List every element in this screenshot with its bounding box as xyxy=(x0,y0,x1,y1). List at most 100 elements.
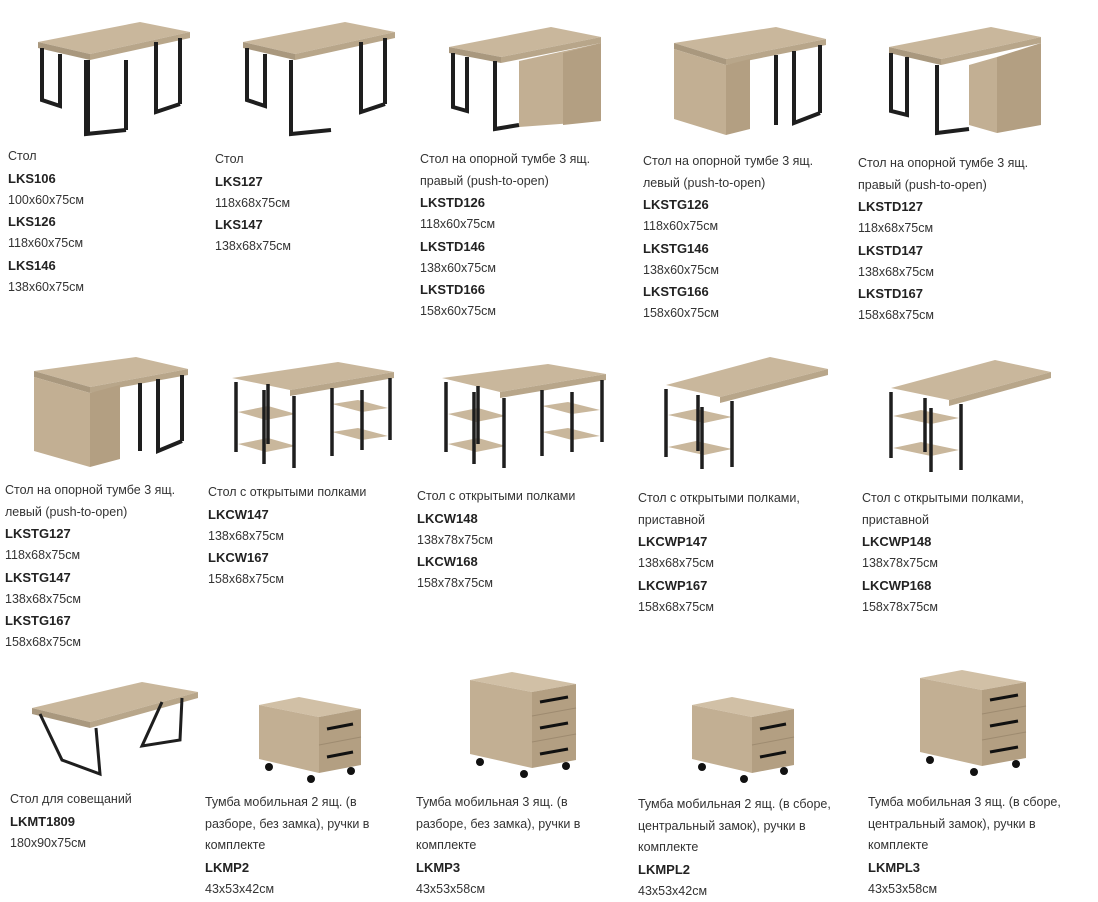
product-description: комплекте xyxy=(416,835,580,857)
product-size: 158x60x75см xyxy=(643,303,813,325)
product-code: LKSTG166 xyxy=(643,281,813,303)
product-size: 100x60x75см xyxy=(8,190,84,212)
product-size: 43x53x42см xyxy=(205,879,369,901)
product-size: 118x60x75см xyxy=(8,233,84,255)
product-code: LKSTD127 xyxy=(858,196,1028,218)
product-card-text: Стол на опорной тумбе 3 ящ.левый (push-t… xyxy=(5,480,175,654)
desk-pedestal-right-image[interactable] xyxy=(885,25,1050,140)
product-description: Стол на опорной тумбе 3 ящ. xyxy=(420,149,590,171)
product-description: комплекте xyxy=(205,835,369,857)
product-code: LKCWP167 xyxy=(638,575,800,597)
product-card-text: Стол на опорной тумбе 3 ящ.правый (push-… xyxy=(858,153,1028,327)
product-description: Стол с открытыми полками, xyxy=(638,488,800,510)
product-description: левый (push-to-open) xyxy=(643,173,813,195)
product-size: 118x68x75см xyxy=(5,545,175,567)
product-size: 138x60x75см xyxy=(643,260,813,282)
product-size: 180x90x75см xyxy=(10,833,132,855)
product-description: правый (push-to-open) xyxy=(858,175,1028,197)
product-description: Тумба мобильная 2 ящ. (в сборе, xyxy=(638,794,831,816)
product-code: LKSTD167 xyxy=(858,283,1028,305)
product-card-text: Стол на опорной тумбе 3 ящ.правый (push-… xyxy=(420,149,590,323)
desk-open-shelves-extension-image[interactable] xyxy=(885,358,1055,478)
mobile-pedestal-2-drawers-image[interactable] xyxy=(255,695,365,785)
product-description: Стол для совещаний xyxy=(10,789,132,811)
product-code: LKSTG127 xyxy=(5,523,175,545)
product-size: 138x60x75см xyxy=(420,258,590,280)
product-code: LKCWP148 xyxy=(862,531,1024,553)
product-code: LKMPL3 xyxy=(868,857,1061,879)
mobile-pedestal-2-drawers-lock-image[interactable] xyxy=(688,695,798,785)
product-description: центральный замок), ручки в xyxy=(868,814,1061,836)
product-size: 138x68x75см xyxy=(638,553,800,575)
product-code: LKMPL2 xyxy=(638,859,831,881)
product-description: Стол на опорной тумбе 3 ящ. xyxy=(5,480,175,502)
desk-image[interactable] xyxy=(235,20,400,140)
desk-open-shelves-extension-image[interactable] xyxy=(660,355,830,475)
product-code: LKSTG126 xyxy=(643,194,813,216)
product-code: LKSTD147 xyxy=(858,240,1028,262)
product-description: Тумба мобильная 2 ящ. (в xyxy=(205,792,369,814)
mobile-pedestal-3-drawers-lock-image[interactable] xyxy=(918,668,1030,778)
product-size: 158x78x75см xyxy=(417,573,575,595)
product-code: LKSTD146 xyxy=(420,236,590,258)
product-description: комплекте xyxy=(638,837,831,859)
product-size: 118x60x75см xyxy=(420,214,590,236)
product-description: правый (push-to-open) xyxy=(420,171,590,193)
desk-open-shelves-image[interactable] xyxy=(228,360,398,470)
product-code: LKS126 xyxy=(8,211,84,233)
product-description: Стол с открытыми полками, xyxy=(862,488,1024,510)
product-description: Стол на опорной тумбе 3 ящ. xyxy=(858,153,1028,175)
product-size: 138x78x75см xyxy=(862,553,1024,575)
product-size: 138x68x75см xyxy=(215,236,291,258)
product-code: LKS106 xyxy=(8,168,84,190)
product-code: LKCW148 xyxy=(417,508,575,530)
product-card-text: Тумба мобильная 3 ящ. (в сборе,центральн… xyxy=(868,792,1061,900)
product-size: 138x60x75см xyxy=(8,277,84,299)
desk-open-shelves-image[interactable] xyxy=(438,360,608,470)
product-size: 138x68x75см xyxy=(858,262,1028,284)
product-code: LKCW168 xyxy=(417,551,575,573)
product-size: 138x68x75см xyxy=(5,589,175,611)
product-size: 158x78x75см xyxy=(862,597,1024,619)
product-code: LKMP3 xyxy=(416,857,580,879)
product-description: комплекте xyxy=(868,835,1061,857)
product-description: центральный замок), ручки в xyxy=(638,816,831,838)
product-description: левый (push-to-open) xyxy=(5,502,175,524)
product-code: LKS146 xyxy=(8,255,84,277)
product-description: Стол с открытыми полками xyxy=(417,486,575,508)
product-code: LKSTG146 xyxy=(643,238,813,260)
desk-pedestal-left-image[interactable] xyxy=(670,25,835,140)
mobile-pedestal-3-drawers-image[interactable] xyxy=(468,670,580,780)
product-description: разборе, без замка), ручки в xyxy=(416,814,580,836)
product-size: 158x68x75см xyxy=(638,597,800,619)
product-description: Стол xyxy=(8,146,84,168)
product-size: 43x53x58см xyxy=(416,879,580,901)
product-size: 138x78x75см xyxy=(417,530,575,552)
product-code: LKCW147 xyxy=(208,504,366,526)
desk-pedestal-left-image[interactable] xyxy=(30,355,195,470)
product-code: LKCWP168 xyxy=(862,575,1024,597)
product-size: 43x53x42см xyxy=(638,881,831,902)
desk-pedestal-right-image[interactable] xyxy=(445,25,610,135)
product-size: 158x68x75см xyxy=(858,305,1028,327)
meeting-table-image[interactable] xyxy=(30,680,200,780)
product-description: Стол xyxy=(215,149,291,171)
product-description: Стол с открытыми полками xyxy=(208,482,366,504)
product-description: разборе, без замка), ручки в xyxy=(205,814,369,836)
product-code: LKSTG147 xyxy=(5,567,175,589)
product-card-text: Стол на опорной тумбе 3 ящ.левый (push-t… xyxy=(643,151,813,325)
product-size: 138x68x75см xyxy=(208,526,366,548)
product-code: LKCW167 xyxy=(208,547,366,569)
product-description: Стол на опорной тумбе 3 ящ. xyxy=(643,151,813,173)
product-size: 158x60x75см xyxy=(420,301,590,323)
desk-image[interactable] xyxy=(30,20,195,140)
product-description: приставной xyxy=(862,510,1024,532)
product-size: 158x68x75см xyxy=(208,569,366,591)
